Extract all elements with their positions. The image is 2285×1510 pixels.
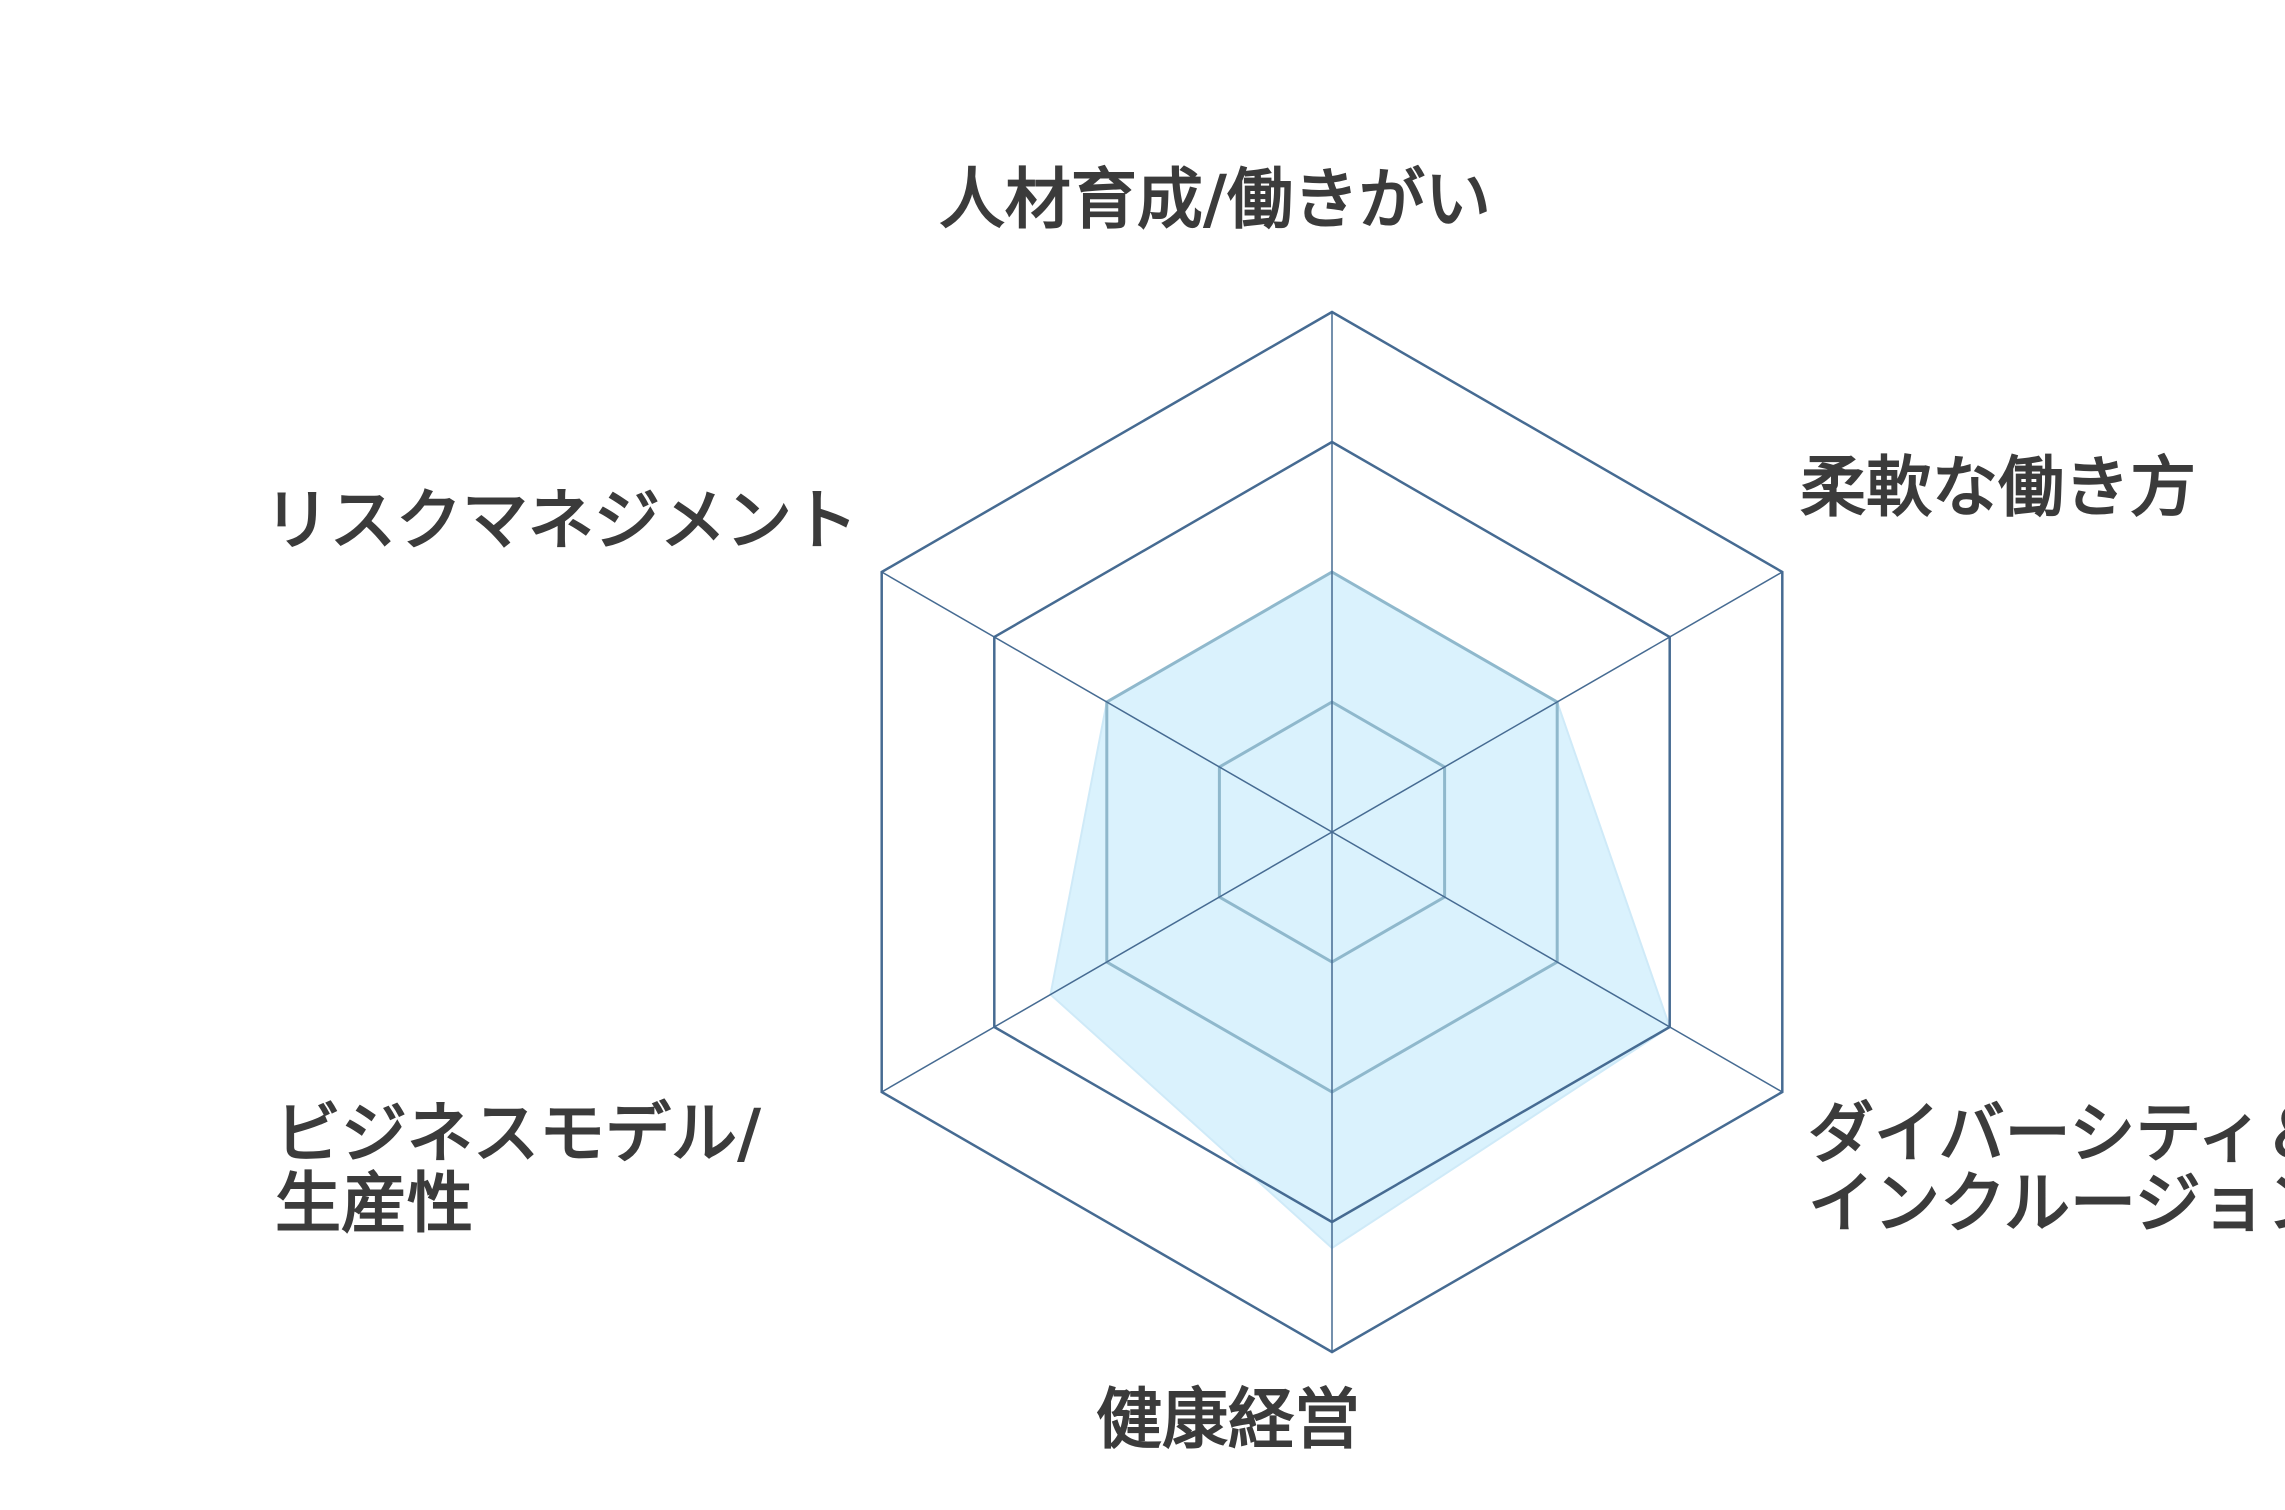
spoke-layer <box>881 312 1783 1352</box>
axis-spoke-4 <box>881 831 1333 1093</box>
axis-label-1: 柔軟な働き方 <box>1800 449 2196 526</box>
label-layer: 人材育成/働きがい 柔軟な働き方 ダイバーシティ＆ インクルージョン 健康経営 … <box>264 161 2285 1458</box>
axis-spoke-2 <box>1331 831 1783 1093</box>
axis-label-2: ダイバーシティ＆ インクルージョン <box>1808 1095 2285 1242</box>
series-layer <box>1049 570 1671 1250</box>
axis-spoke-5 <box>881 571 1333 833</box>
axis-label-5: リスクマネジメント <box>264 482 858 559</box>
axis-spoke-1 <box>1331 571 1783 833</box>
axis-label-0: 人材育成/働きがい <box>939 161 1491 238</box>
axis-label-4: ビジネスモデル/ 生産性 <box>275 1095 784 1242</box>
axis-label-3: 健康経営 <box>1096 1381 1360 1458</box>
series-area-0 <box>1049 570 1671 1250</box>
